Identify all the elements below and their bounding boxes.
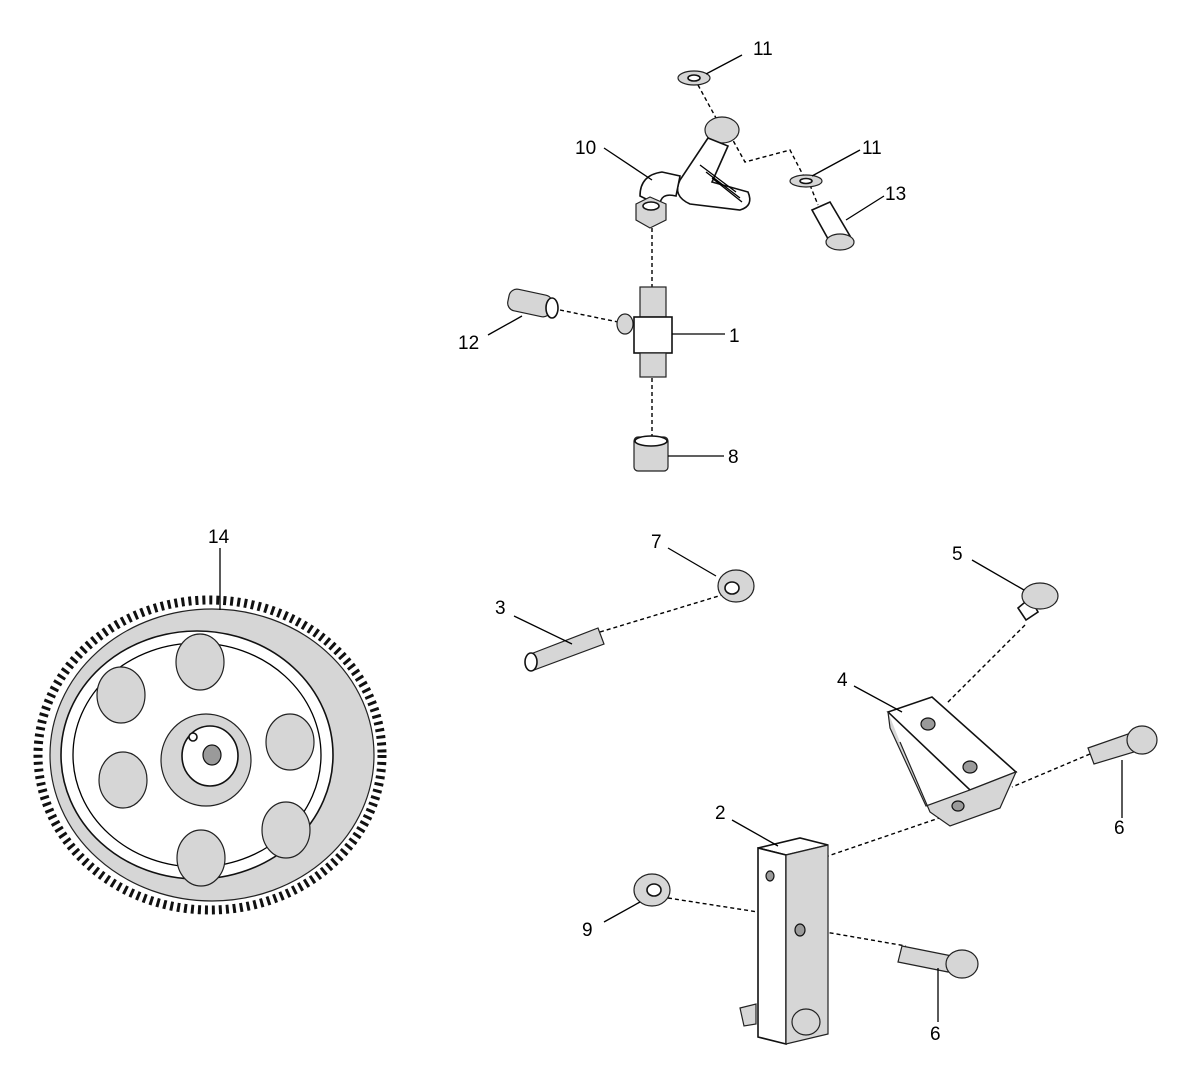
cap-8-top [634, 435, 668, 447]
nut-7-hole [724, 581, 740, 595]
callout-6-lower: 6 [930, 1024, 941, 1045]
tee-lower-stem [639, 352, 667, 378]
bar-2-stud [739, 1003, 757, 1027]
assembly-axis-line [729, 134, 804, 176]
gear-hole [98, 751, 148, 809]
bracket-4-hole [920, 717, 936, 731]
leader-lines [219, 54, 1123, 1022]
leader-12 [487, 315, 523, 336]
bolt-5-head [1021, 582, 1059, 610]
banjo-pipe-hatch [699, 164, 743, 203]
gear-hole [176, 829, 226, 887]
bolt-6-lower-head [945, 949, 979, 979]
bracket-axis-line [1011, 753, 1091, 788]
leader-9 [603, 901, 641, 923]
gear-hole [261, 801, 311, 859]
bracket-4-hole [951, 800, 965, 812]
leader-11-right [811, 149, 861, 177]
bracket-4-hole [962, 760, 978, 774]
callout-7: 7 [651, 532, 662, 553]
bracket-axis-line [827, 814, 949, 857]
leader-13 [845, 195, 885, 221]
gear-hole [175, 633, 225, 691]
gear-hole [265, 713, 315, 771]
leader-4 [853, 685, 903, 713]
leader-2 [731, 819, 779, 847]
gear-hole [96, 666, 146, 724]
leader-3 [513, 615, 573, 645]
assembly-axis-line [559, 309, 619, 323]
gear-teeth [33, 595, 387, 915]
callout-5: 5 [952, 544, 963, 565]
stud-and-nut [524, 569, 755, 672]
bar-2-nut [791, 1008, 821, 1036]
leader-11-top [705, 54, 743, 75]
leader-5 [971, 559, 1025, 591]
callout-9: 9 [582, 920, 593, 941]
hex-nut-10-face [642, 201, 660, 211]
callout-11-top: 11 [753, 39, 773, 60]
callout-12: 12 [458, 333, 479, 354]
nut-9-hole [646, 883, 662, 897]
bracket-4-flange [887, 711, 1018, 827]
bracket-axis-line [946, 624, 1026, 704]
washer-11-top-hole [687, 74, 701, 82]
tee-upper-stem [639, 286, 667, 318]
bracket-assembly [827, 582, 1158, 857]
tee-body-1 [633, 316, 673, 354]
callout-6-upper: 6 [1114, 818, 1125, 839]
bleed-screw-12-tip [545, 297, 559, 319]
callout-1: 1 [729, 326, 740, 347]
bolt-13-head [825, 233, 855, 251]
stud-3 [527, 627, 605, 671]
callout-10: 10 [575, 138, 596, 159]
gear-center-bore [202, 744, 222, 766]
callout-11-right: 11 [862, 138, 882, 159]
leader-7 [667, 547, 717, 577]
bolt-6-lower [897, 945, 953, 973]
assembly-axis-line [809, 184, 819, 206]
callout-2: 2 [715, 803, 726, 824]
assembly-axis-line [697, 84, 717, 119]
timing-gear-14 [33, 595, 387, 915]
support-bar-assembly [633, 837, 979, 1046]
bar-2-hole [794, 923, 806, 937]
bar-2-hole [765, 870, 775, 882]
bar-2-side [785, 844, 829, 1045]
tee-side-port [616, 313, 634, 335]
callout-14: 14 [208, 527, 230, 548]
bolt-6-upper-head [1126, 725, 1158, 755]
callout-labels: 11 10 11 13 12 1 8 14 7 3 5 4 6 2 9 6 [208, 39, 1125, 1045]
fuel-line-assembly [507, 70, 855, 472]
callout-13: 13 [885, 184, 906, 205]
stud-axis-line [599, 594, 723, 633]
bar-axis-line [667, 897, 759, 913]
bracket-4-plate [886, 696, 1018, 791]
gear-dowel [188, 732, 198, 742]
stud-3-end [524, 652, 538, 672]
callout-4: 4 [837, 670, 848, 691]
callout-3: 3 [495, 598, 506, 619]
callout-8: 8 [728, 447, 739, 468]
leader-10 [603, 147, 653, 181]
washer-11-right-hole [799, 177, 813, 185]
